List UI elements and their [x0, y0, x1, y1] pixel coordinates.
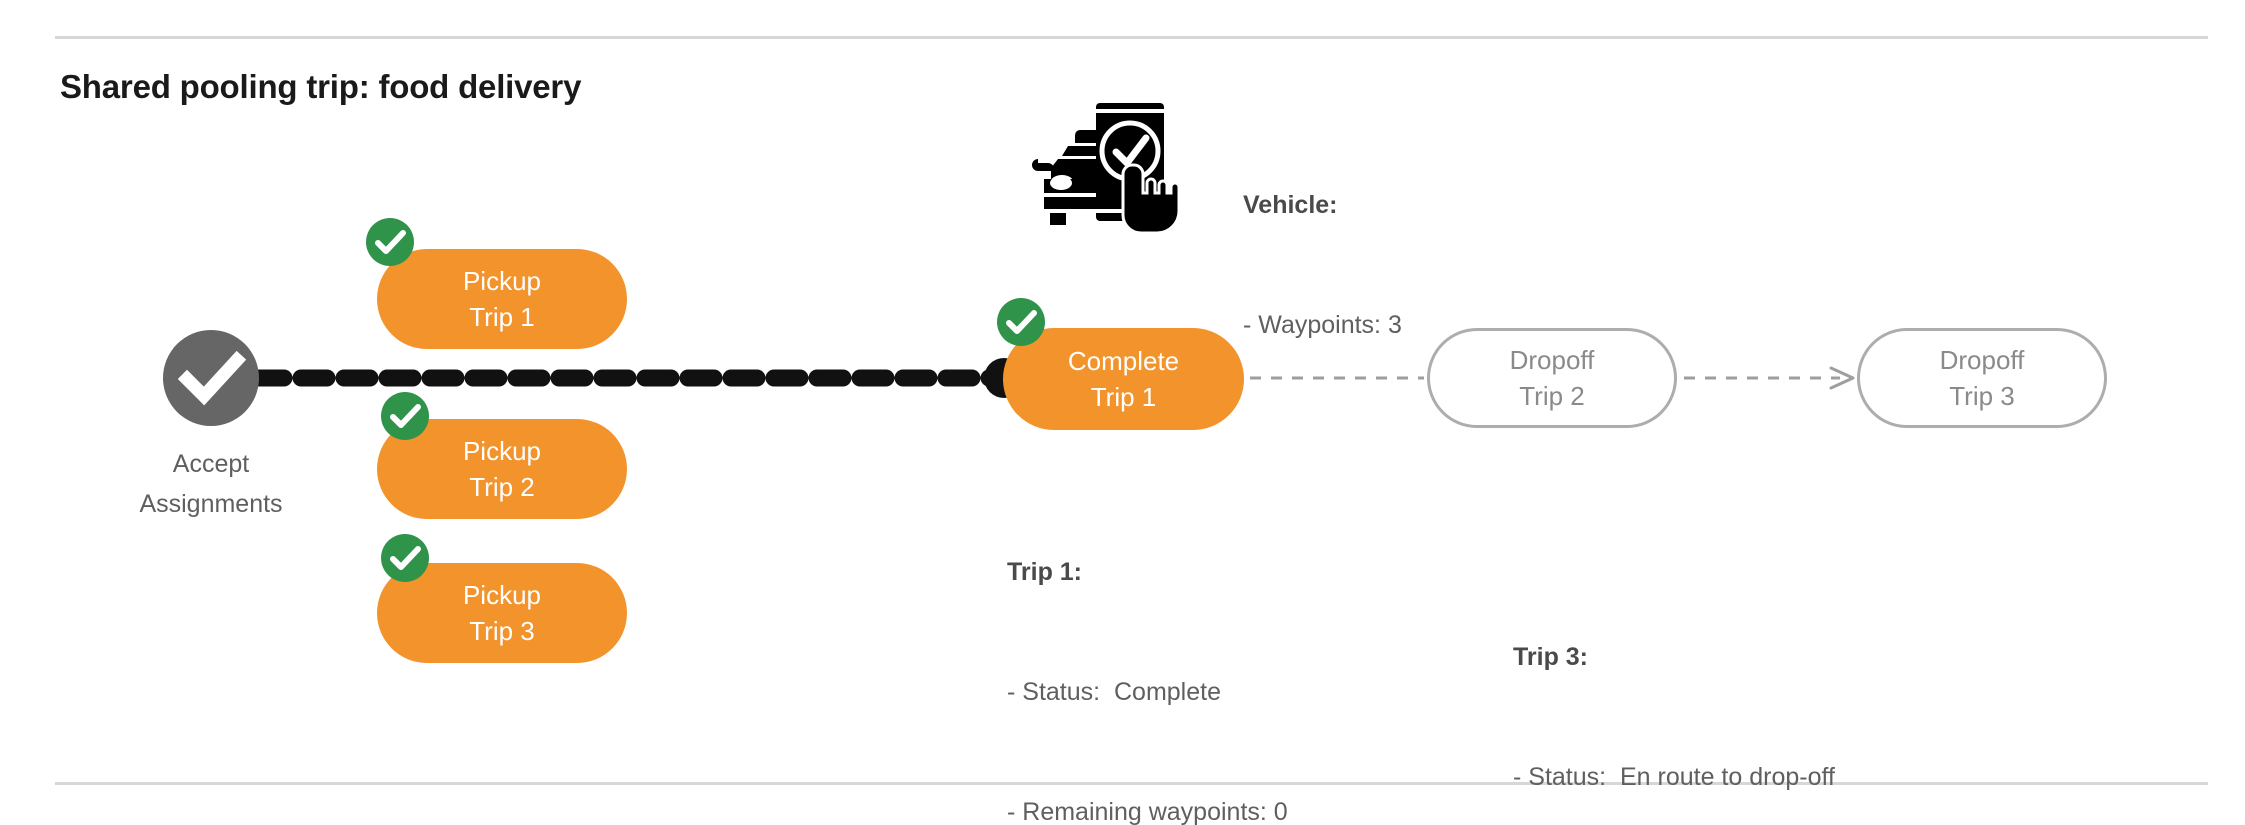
- vehicle-info-heading: Vehicle:: [1243, 185, 1402, 225]
- vehicle-info-block: Vehicle: - Waypoints: 3: [1243, 105, 1402, 425]
- node-pickup-trip-3-line1: Pickup: [462, 580, 542, 610]
- vehicle-info-waypoints: - Waypoints: 3: [1243, 311, 1402, 339]
- node-pickup-trip-1[interactable]: Pickup Trip 1: [377, 249, 627, 349]
- node-dropoff-trip-2-line2: Trip 2: [1519, 381, 1585, 411]
- bottom-divider: [55, 782, 2208, 785]
- node-dropoff-trip-3[interactable]: Dropoff Trip 3: [1857, 328, 2107, 428]
- arrowhead-icon: [1829, 366, 1855, 390]
- node-pickup-trip-3[interactable]: Pickup Trip 3: [377, 563, 627, 663]
- trip-1-status: - Status: Complete: [1007, 678, 1221, 706]
- check-badge-icon-complete-1: [997, 298, 1045, 346]
- top-divider: [55, 36, 2208, 39]
- car-phone-check-icon: [1032, 103, 1180, 233]
- accept-label-line1: Accept: [172, 450, 250, 478]
- node-pickup-trip-3-line2: Trip 3: [469, 616, 535, 646]
- vehicle-heading-text: Vehicle:: [1243, 191, 1338, 219]
- check-icon: [375, 230, 406, 254]
- page-title: Shared pooling trip: food delivery: [60, 68, 582, 105]
- check-circle-icon: [177, 350, 247, 406]
- check-badge-icon-pickup-3: [381, 534, 429, 582]
- node-dropoff-trip-2[interactable]: Dropoff Trip 2: [1427, 328, 1677, 428]
- trip-3-status: - Status: En route to drop-off: [1513, 763, 1835, 791]
- accept-label-line2: Assignments: [139, 490, 283, 518]
- trip-3-heading-text: Trip 3:: [1513, 643, 1589, 671]
- trip-3-heading: Trip 3:: [1513, 637, 1835, 677]
- node-complete-trip-1[interactable]: Complete Trip 1: [1003, 328, 1244, 430]
- node-pickup-trip-2-line1: Pickup: [462, 436, 542, 466]
- accept-assignments-node[interactable]: [163, 330, 259, 426]
- trip-1-heading: Trip 1:: [1007, 552, 1329, 592]
- node-dropoff-trip-3-line2: Trip 3: [1949, 381, 2015, 411]
- node-pickup-trip-2-line2: Trip 2: [469, 472, 535, 502]
- check-icon: [1006, 310, 1037, 334]
- check-icon: [390, 404, 421, 428]
- node-pickup-trip-1-line1: Pickup: [462, 266, 542, 296]
- trip-3-info-block: Trip 3: - Status: En route to drop-off -…: [1513, 557, 1835, 825]
- trip-1-waypoints: - Remaining waypoints: 0: [1007, 798, 1288, 825]
- node-dropoff-trip-2-line1: Dropoff: [1509, 345, 1595, 375]
- accept-assignments-label: Accept Assignments: [105, 444, 317, 524]
- check-badge-icon-pickup-2: [381, 392, 429, 440]
- node-pickup-trip-1-line2: Trip 1: [469, 302, 535, 332]
- node-dropoff-trip-3-line1: Dropoff: [1939, 345, 2025, 375]
- check-badge-icon-pickup-1: [366, 218, 414, 266]
- node-complete-trip-1-line1: Complete: [1067, 346, 1180, 376]
- trip-1-2-info-block: Trip 1: - Status: Complete - Remaining w…: [1007, 472, 1329, 825]
- trip-1-heading-text: Trip 1:: [1007, 558, 1083, 586]
- check-icon: [390, 546, 421, 570]
- node-complete-trip-1-line2: Trip 1: [1090, 382, 1157, 412]
